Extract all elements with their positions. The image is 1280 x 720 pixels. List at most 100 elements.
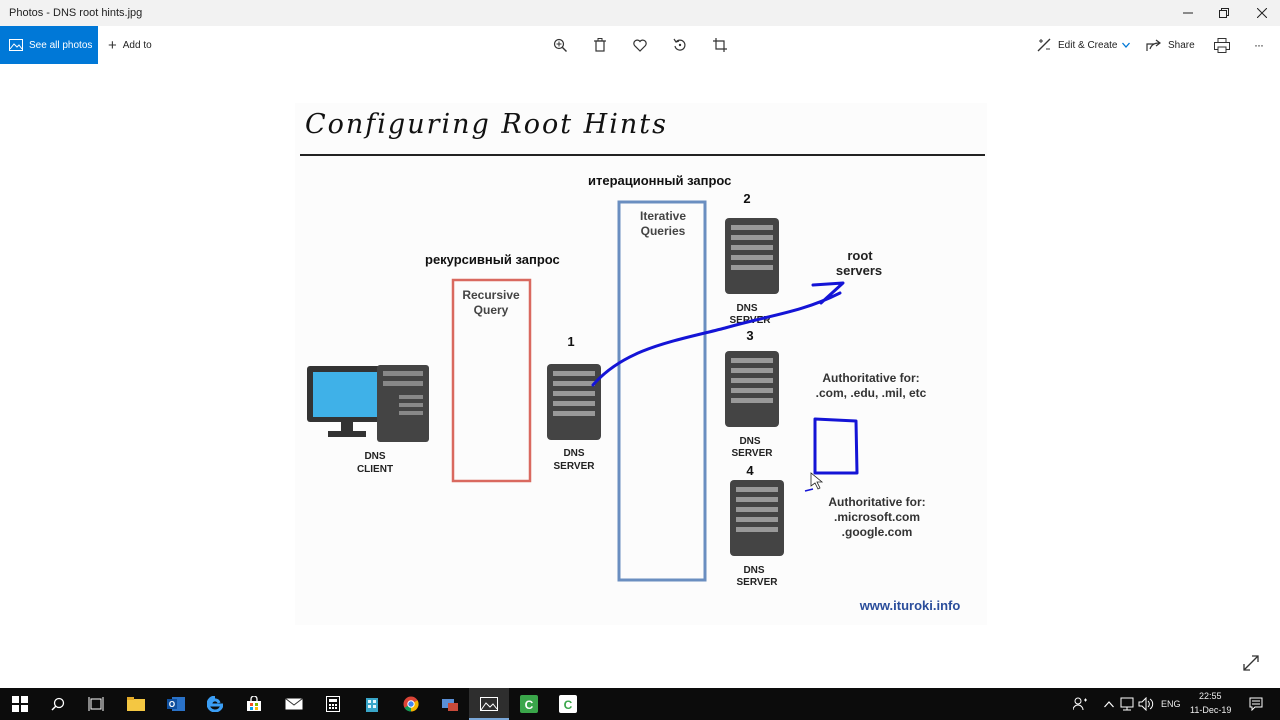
outlook-button[interactable]: O xyxy=(164,692,188,716)
window-title: Photos - DNS root hints.jpg xyxy=(9,7,143,19)
annotation-square xyxy=(813,417,859,475)
print-button[interactable] xyxy=(1213,36,1231,54)
annotation-arrow xyxy=(591,281,845,387)
auth-bottom-line1: Authoritative for: xyxy=(828,495,925,509)
svg-text:C: C xyxy=(525,698,534,712)
trash-icon xyxy=(594,38,606,52)
chevron-down-icon xyxy=(1122,42,1131,48)
edit-create-label: Edit & Create xyxy=(1058,39,1118,51)
close-button[interactable] xyxy=(1244,0,1280,26)
server1-label-line2: SERVER xyxy=(554,461,596,472)
maximize-button[interactable] xyxy=(1206,0,1242,26)
see-all-photos-label: See all photos xyxy=(29,39,93,51)
step-1-label: 1 xyxy=(567,334,574,349)
edge-icon xyxy=(207,696,223,712)
svg-text:C: C xyxy=(564,698,573,712)
network-status-button[interactable] xyxy=(1116,692,1140,716)
building-icon xyxy=(366,698,378,712)
show-hidden-icons-button[interactable] xyxy=(1097,692,1121,716)
input-language[interactable]: ENG xyxy=(1161,699,1181,709)
auth-bottom-line3: .google.com xyxy=(842,525,913,539)
see-all-photos-button[interactable]: See all photos xyxy=(0,26,98,64)
iterative-box-line1: Iterative xyxy=(640,209,686,223)
minimize-button[interactable] xyxy=(1170,0,1206,26)
favorite-button[interactable] xyxy=(631,36,649,54)
app-button-building[interactable] xyxy=(360,692,384,716)
search-button[interactable] xyxy=(46,692,70,716)
title-bar: Photos - DNS root hints.jpg xyxy=(0,0,1280,26)
add-to-button[interactable]: + Add to xyxy=(108,26,152,64)
chevron-up-icon xyxy=(1104,701,1114,708)
people-button[interactable] xyxy=(1068,692,1092,716)
slide-heading: Configuring Root Hints xyxy=(305,109,668,140)
mail-icon xyxy=(285,698,303,710)
rotate-button[interactable] xyxy=(671,36,689,54)
client-label-line2: CLIENT xyxy=(357,464,393,475)
calculator-icon xyxy=(326,696,340,712)
rotate-icon xyxy=(673,38,686,51)
camtasia-icon: C xyxy=(520,695,538,713)
auth-top-line2: .com, .edu, .mil, etc xyxy=(816,386,927,400)
notification-icon xyxy=(1249,697,1263,711)
speaker-icon xyxy=(1138,697,1154,711)
share-button[interactable]: Share xyxy=(1146,26,1195,64)
chrome-button[interactable] xyxy=(399,692,423,716)
server4-label-line2: SERVER xyxy=(737,577,779,588)
dns-server-3 xyxy=(725,351,779,427)
mail-button[interactable] xyxy=(282,692,306,716)
mouse-cursor-icon xyxy=(810,472,824,490)
store-button[interactable] xyxy=(242,692,266,716)
windows-taskbar: O C C ENG 22:55 11-Dec-19 xyxy=(0,688,1280,720)
expand-icon xyxy=(1243,655,1259,671)
share-label: Share xyxy=(1168,39,1195,51)
printer-icon xyxy=(1214,37,1230,53)
file-explorer-button[interactable] xyxy=(124,692,148,716)
root-servers-line2: servers xyxy=(836,263,882,278)
crop-button[interactable] xyxy=(711,36,729,54)
fullscreen-button[interactable] xyxy=(1242,654,1260,672)
volume-button[interactable] xyxy=(1134,692,1158,716)
website-label: www.ituroki.info xyxy=(859,598,961,613)
slide-image: Configuring Root Hints итерационный запр… xyxy=(300,109,985,613)
iterative-box-line2: Queries xyxy=(641,224,686,238)
action-center-button[interactable] xyxy=(1244,692,1268,716)
root-servers-line1: root xyxy=(847,248,873,263)
plus-icon: + xyxy=(108,36,117,54)
close-icon xyxy=(1257,8,1267,18)
calculator-button[interactable] xyxy=(321,692,345,716)
chrome-icon xyxy=(403,696,419,712)
store-bag-icon xyxy=(247,696,261,711)
edit-create-button[interactable]: Edit & Create xyxy=(1036,26,1131,64)
auth-bottom-line2: .microsoft.com xyxy=(834,510,920,524)
zoom-button[interactable] xyxy=(551,36,569,54)
camtasia-recorder-icon: C xyxy=(559,695,577,713)
task-view-button[interactable] xyxy=(84,692,108,716)
more-button[interactable]: ··· xyxy=(1254,38,1264,52)
delete-button[interactable] xyxy=(591,36,609,54)
restore-icon xyxy=(1219,8,1229,18)
heart-icon xyxy=(633,39,647,52)
start-button[interactable] xyxy=(8,692,32,716)
server3-label-line1: DNS xyxy=(739,436,760,447)
dns-client-computer xyxy=(307,365,429,442)
camtasia-recorder-button[interactable]: C xyxy=(556,692,580,716)
clock-time[interactable]: 22:55 xyxy=(1199,691,1222,701)
crop-icon xyxy=(713,38,727,52)
photos-button[interactable] xyxy=(477,692,501,716)
camtasia-button[interactable]: C xyxy=(517,692,541,716)
clock-date[interactable]: 11-Dec-19 xyxy=(1190,705,1232,715)
photos-taskbar-active[interactable] xyxy=(469,688,509,720)
step-3-label: 3 xyxy=(746,328,753,343)
dns-server-2 xyxy=(725,218,779,294)
outlook-icon: O xyxy=(167,697,185,711)
minimize-icon xyxy=(1183,12,1193,14)
iterative-queries-box xyxy=(617,200,707,582)
annotation-tick xyxy=(804,488,814,492)
network-icon xyxy=(1120,697,1134,711)
app-toolbar: See all photos + Add to Edit & Create Sh… xyxy=(0,26,1280,64)
app-button-network[interactable] xyxy=(438,692,462,716)
edge-button[interactable] xyxy=(203,692,227,716)
dns-server-1 xyxy=(547,364,601,440)
recursive-query-box xyxy=(451,278,532,483)
step-4-label: 4 xyxy=(746,463,754,478)
